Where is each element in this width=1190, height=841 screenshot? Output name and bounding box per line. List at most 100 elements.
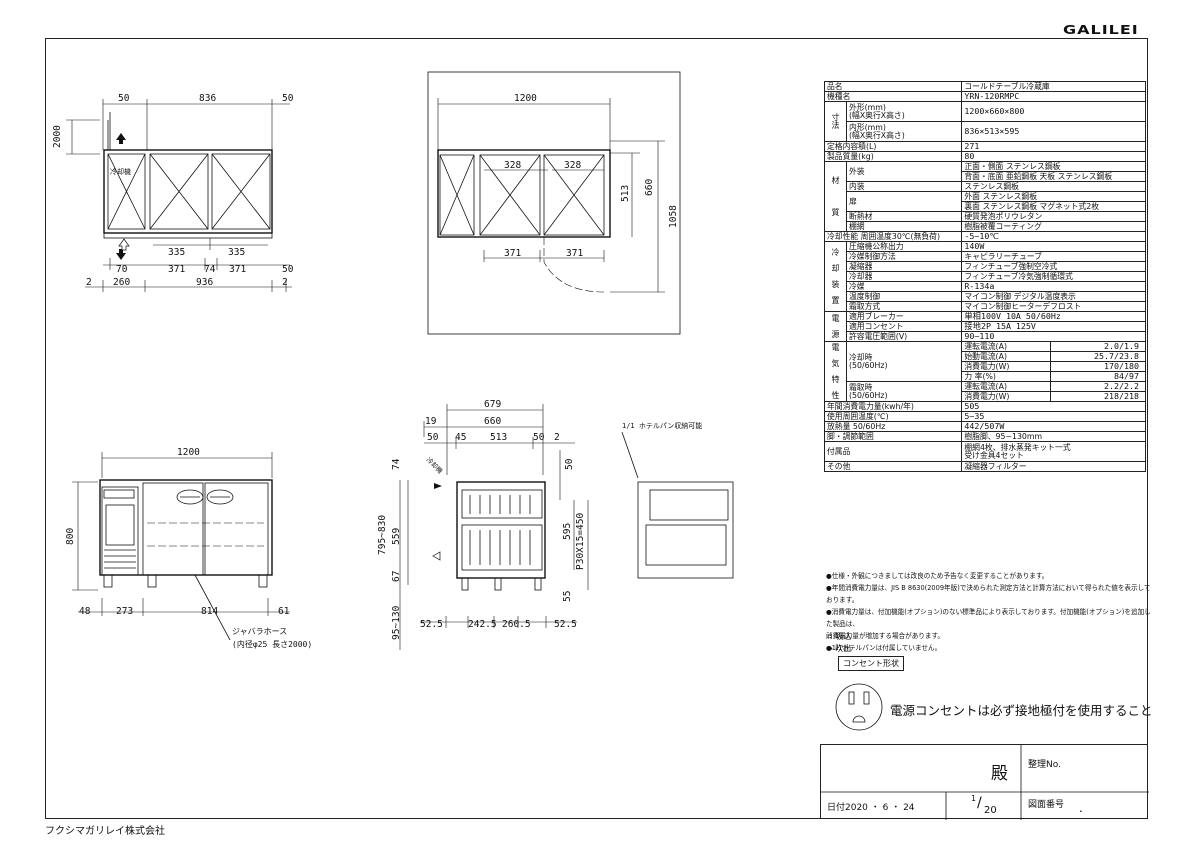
hose-spec: (内径φ25 長さ2000) — [232, 639, 312, 649]
front-dim-800: 800 — [65, 528, 76, 545]
side-dim-52-5a: 52.5 — [420, 619, 443, 630]
side-dim-595: 595 — [562, 523, 573, 540]
front-top-dim-260: 260 — [113, 277, 130, 288]
front-top-dim-50a: 50 — [118, 93, 130, 104]
power-value: 90~110 — [961, 331, 1146, 342]
notes: ●仕様・外観につきましては改良のため予告なく変更することがあります。 ●年間消費… — [826, 570, 1156, 654]
insulation-label: 断熱材 — [845, 211, 963, 222]
material-group: 材質 — [824, 161, 847, 232]
interior-label: 内装 — [845, 181, 963, 192]
front-top-dim-2b: 2 — [282, 277, 288, 288]
extra-value: 樹脂脚、95~130mm — [961, 431, 1146, 442]
scale-slash: / — [977, 795, 982, 811]
insulation-value: 硬質発泡ポリウレタン — [961, 211, 1146, 222]
inner-dims-value: 836×513×595 — [961, 121, 1146, 142]
hose-label: ジャバラホース — [232, 627, 287, 636]
front-top-dim-836: 836 — [199, 93, 216, 104]
electrical-group: 電気特性 — [824, 341, 847, 402]
refrig-label: 圧縮機公称出力 — [845, 241, 963, 252]
legend-intake: ⇨ 吸込 — [826, 632, 852, 641]
refrig-value: マイコン制御ヒーターデフロスト — [961, 301, 1146, 312]
extra-value: 505 — [961, 401, 1146, 412]
plan-dim-513: 513 — [620, 185, 631, 202]
accessories-label: 付属品 — [823, 441, 963, 462]
front-top-view: 冷却機 50 836 50 2000 335 335 70 371 74 371… — [52, 93, 294, 292]
side-dim-67: 67 — [391, 571, 402, 582]
extra-value: 5~35 — [961, 411, 1146, 422]
side-dim-19: 19 — [425, 416, 437, 427]
extra-label: 年間消費電力量(kwh/年) — [823, 401, 963, 412]
power-group: 電源 — [824, 311, 847, 342]
door-label: 扉 — [845, 191, 963, 212]
front-dim-273: 273 — [116, 606, 133, 617]
refrig-label: 凝縮器 — [845, 261, 963, 272]
front-top-dim-50b: 50 — [282, 93, 294, 104]
drawing-number: 図面番号 — [1028, 800, 1065, 810]
company-name: フクシマガリレイ株式会社 — [45, 826, 165, 837]
note: ●1/1ホテルパンは付属していません。 — [826, 644, 942, 652]
side-dim-55: 55 — [562, 591, 573, 602]
elec-label: 力 率(%) — [961, 371, 1051, 382]
refrigeration-group: 冷却装置 — [824, 241, 847, 312]
refrig-label: 冷却器 — [845, 271, 963, 282]
side-unit-tag: 冷却機 — [425, 455, 446, 476]
plan-dim-328b: 328 — [564, 160, 581, 171]
side-dim-52-5b: 52.5 — [554, 619, 577, 630]
refrig-value: フィンチューブ強制空冷式 — [961, 261, 1146, 272]
outer-dims-label: 外形(mm)(幅X奥行X高さ) — [845, 101, 963, 122]
elec-value: 218/218 — [1049, 391, 1147, 402]
weight-value: 80 — [961, 151, 1146, 162]
refrig-value: キャピラリーチューブ — [961, 251, 1146, 262]
front-top-dim-2000: 2000 — [52, 125, 63, 148]
side-dim-513: 513 — [490, 432, 507, 443]
front-top-dim-936: 936 — [196, 277, 213, 288]
capacity-value: 271 — [961, 141, 1146, 152]
drawing-frame — [45, 38, 1148, 819]
other-value: 凝縮器フィルター — [961, 461, 1146, 472]
front-dim-1200: 1200 — [177, 447, 200, 458]
elec-cooling-label: 冷却時(50/60Hz) — [845, 341, 963, 382]
extra-label: 放熱量 50/60Hz — [823, 421, 963, 432]
title-block: 殿 整理No. 日付2020 ・ 6 ・ 24 1 / 20 図面番号 . — [820, 744, 1149, 820]
front-top-dim-335b: 335 — [228, 247, 245, 258]
power-value: 単相100V 10A 50/60Hz — [961, 311, 1146, 322]
front-top-dim-371b: 371 — [229, 264, 246, 275]
exterior-1: 正面・側面 ステンレス鋼板 — [961, 161, 1146, 172]
side-range: 795~830 — [377, 515, 388, 555]
shelf-value: 樹脂被覆コーティング — [961, 221, 1146, 232]
capacity-label: 定格内容積(L) — [823, 141, 963, 152]
management-no: 整理No. — [1028, 760, 1061, 770]
refrig-value: R-134a — [961, 281, 1146, 292]
extra-label: 使用周囲温度(℃) — [823, 411, 963, 422]
interior-value: ステンレス鋼板 — [961, 181, 1146, 192]
side-dim-74: 74 — [391, 458, 402, 470]
side-dim-679: 679 — [484, 399, 501, 410]
plan-dim-371a: 371 — [504, 248, 521, 259]
front-top-dim-2a: 2 — [86, 277, 92, 288]
front-top-dim-70: 70 — [116, 264, 128, 275]
cooling-value: -5~10℃ — [961, 231, 1146, 242]
product-name-value: コールドテーブル冷蔵庫 — [961, 81, 1146, 92]
elec-label: 運転電流(A) — [961, 341, 1051, 352]
side-view: 1/1 ホテルパン収納可能 冷却機 679 19 660 50 45 513 5… — [377, 399, 734, 650]
outlet-note: 電源コンセントは必ず接地極付を使用すること — [890, 703, 1153, 718]
elec-defrost-label: 霜取時(50/60Hz) — [845, 381, 963, 402]
refrig-label: 冷媒制御方法 — [845, 251, 963, 262]
front-dim-61: 61 — [278, 606, 290, 617]
plan-dim-1200: 1200 — [514, 93, 537, 104]
exhaust-arrow-icon: ➡ — [826, 644, 833, 653]
refrig-value: 140W — [961, 241, 1146, 252]
side-dim-559: 559 — [391, 528, 402, 545]
plan-dim-328a: 328 — [504, 160, 521, 171]
door-1: 外面 ステンレス鋼板 — [961, 191, 1146, 202]
refrig-label: 温度制御 — [845, 291, 963, 302]
scale-numerator: 1 — [971, 794, 977, 803]
product-name-label: 品名 — [823, 81, 963, 92]
outlet-shape-label: コンセント形状 — [838, 656, 904, 671]
refrig-label: 霜取方式 — [845, 301, 963, 312]
shelf-label: 棚網 — [845, 221, 963, 232]
refrig-value: フィンチューブ冷気強制循環式 — [961, 271, 1146, 282]
side-dim-2: 2 — [554, 432, 560, 443]
refrig-value: マイコン制御 デジタル温度表示 — [961, 291, 1146, 302]
scale-denominator: 20 — [984, 805, 997, 816]
